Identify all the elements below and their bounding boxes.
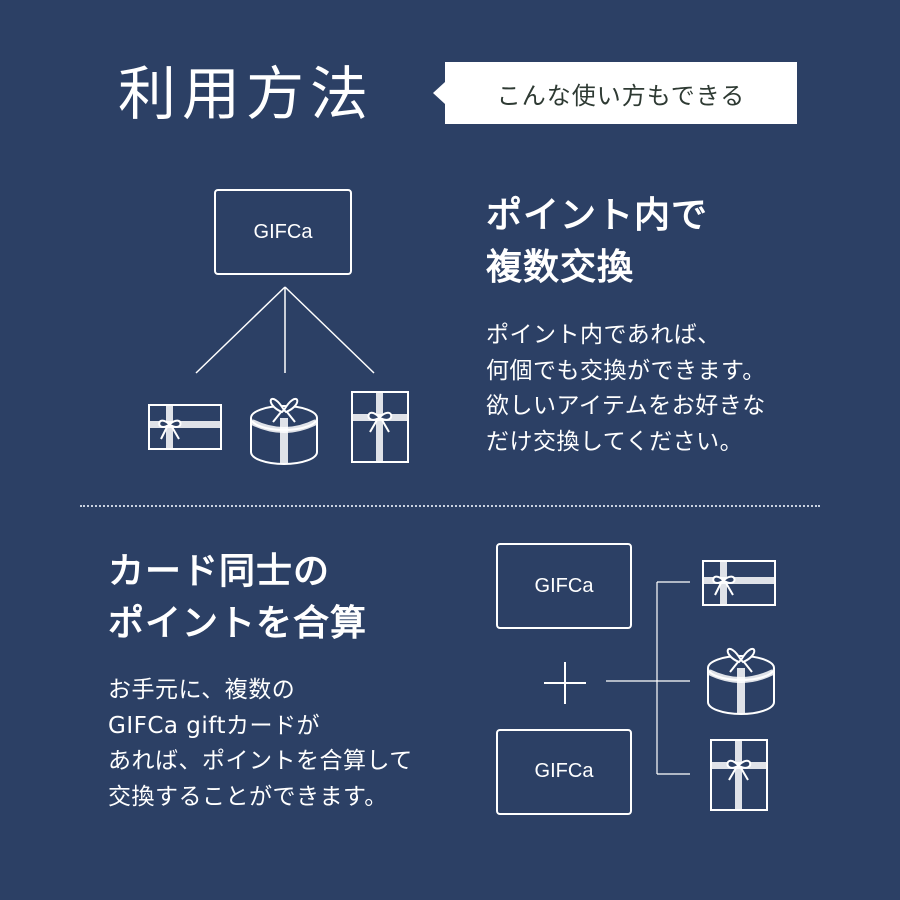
section1-body-line: 欲しいアイテムをお好きな <box>486 393 766 419</box>
card-label: GIFCa <box>535 760 595 782</box>
gift-card-icon <box>702 560 776 606</box>
connector-lines <box>606 581 690 775</box>
section2-body-line: あれば、ポイントを合算して <box>108 748 413 774</box>
gift-box-icon <box>710 739 768 811</box>
gift-cake-box-icon <box>251 399 317 464</box>
section1-body: ポイント内であれば、 何個でも交換ができます。 欲しいアイテムをお好きな だけ交… <box>486 318 766 460</box>
section2-heading: カード同士の ポイントを合算 <box>108 546 367 650</box>
gift-card-upper: GIFCa <box>496 543 632 629</box>
gift-card-icon <box>148 404 222 450</box>
section2-body-line: GIFCa giftカードが <box>108 712 321 739</box>
gift-cake-box-icon <box>708 649 774 714</box>
section2-body-line: お手元に、複数の <box>108 677 296 703</box>
gift-card-lower: GIFCa <box>496 729 632 815</box>
section1-body-line: だけ交換してください。 <box>486 428 744 455</box>
plus-icon <box>544 662 586 704</box>
card-label: GIFCa <box>535 575 595 597</box>
section2-body: お手元に、複数の GIFCa giftカードが あれば、ポイントを合算して 交換… <box>108 673 413 815</box>
branch-lines <box>195 286 375 374</box>
page-title: 利用方法 <box>118 60 375 128</box>
section1-heading-line: ポイント内で <box>486 195 709 236</box>
section1-heading: ポイント内で 複数交換 <box>486 190 708 294</box>
section-divider <box>80 505 820 507</box>
section1-heading-line: 複数交換 <box>486 247 635 288</box>
section2-heading-line: カード同士の <box>108 551 331 592</box>
section2-body-line: 交換することができます。 <box>108 783 388 810</box>
gift-card-top: GIFCa <box>214 189 352 275</box>
section1-body-line: ポイント内であれば、 <box>486 322 721 348</box>
card-label: GIFCa <box>254 221 314 243</box>
usage-tag: こんな使い方もできる <box>445 62 797 124</box>
section1-body-line: 何個でも交換ができます。 <box>486 357 766 384</box>
section2-heading-line: ポイントを合算 <box>108 603 368 644</box>
gift-box-icon <box>351 391 409 463</box>
